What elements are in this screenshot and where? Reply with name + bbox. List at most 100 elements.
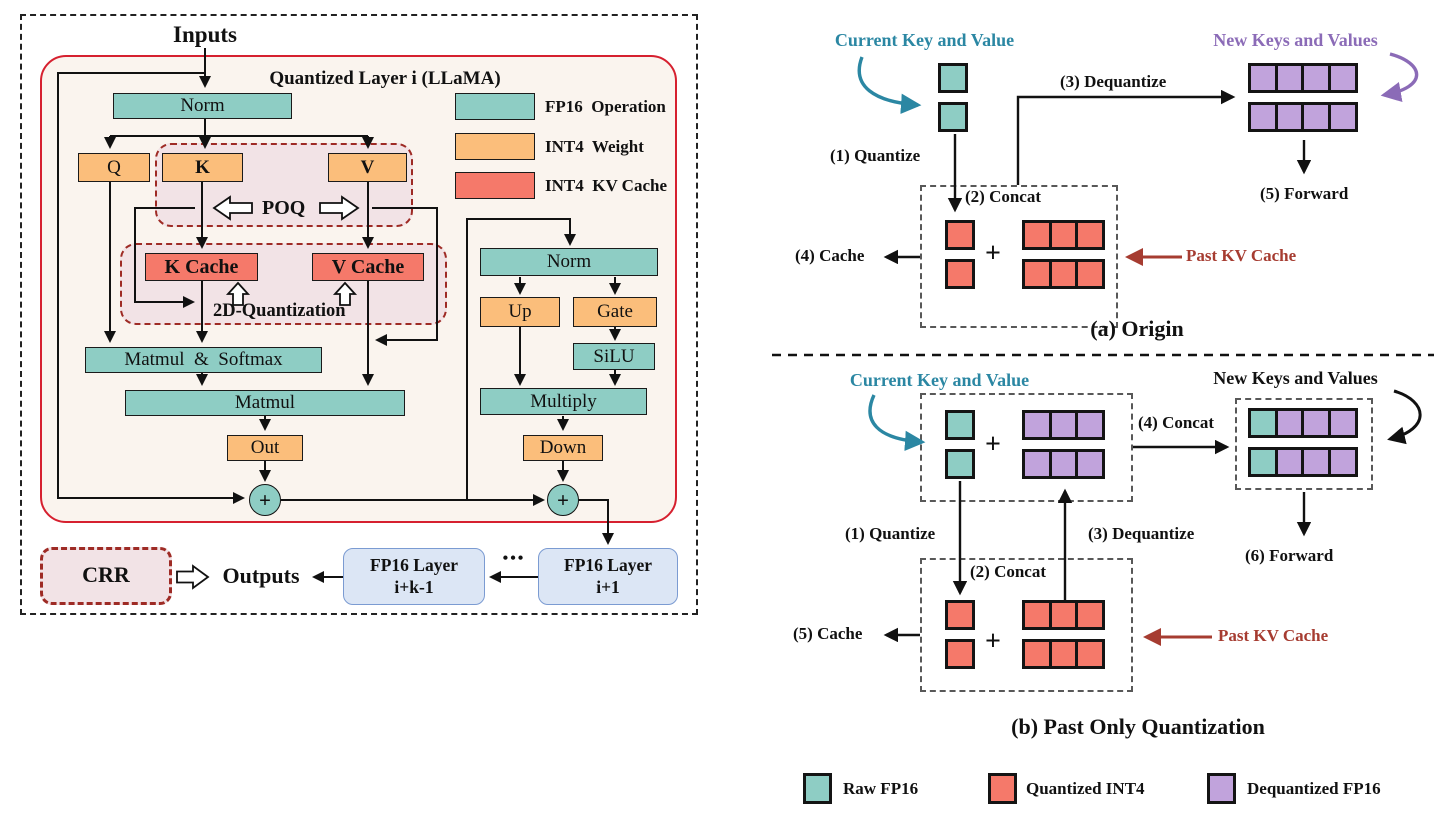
q-cell <box>1075 259 1105 289</box>
deq-cell <box>1248 102 1278 132</box>
a-dequantize-elbow-arrow <box>1016 89 1236 185</box>
q-cell <box>945 220 975 250</box>
raw-cell <box>938 63 968 93</box>
deq-cell <box>1048 449 1079 479</box>
q-cell <box>945 259 975 289</box>
block-v-cache: V Cache <box>312 253 424 281</box>
b-quantize-label: (1) Quantize <box>845 524 936 543</box>
deq-cell <box>1327 447 1358 477</box>
deq-cell <box>1274 447 1305 477</box>
ellipsis-dots: ••• <box>502 550 526 567</box>
b-new-kv-dashed-box <box>1235 398 1373 490</box>
deq-cell <box>1274 63 1305 93</box>
deq-cell <box>1327 102 1358 132</box>
b-forward-label: (6) Forward <box>1245 546 1334 565</box>
deq-cell <box>1022 449 1052 479</box>
deq-cell <box>1248 63 1278 93</box>
block-q: Q <box>78 153 150 182</box>
a-dequantize-label: (3) Dequantize <box>1060 72 1167 91</box>
q-cell <box>1075 600 1105 630</box>
block-up: Up <box>480 297 560 327</box>
block-matmul: Matmul <box>125 390 405 416</box>
b-current-kv-blocks <box>945 410 975 479</box>
poq-label: POQ <box>262 197 306 219</box>
block-gate: Gate <box>573 297 657 327</box>
b-new-kv-label: New Keys and Values <box>1213 368 1378 388</box>
legend-label-int4-weight: INT4 Weight <box>545 137 644 156</box>
quant2d-label: 2D-Quantization <box>213 301 346 321</box>
legend-chip-dequantized-fp16 <box>1207 773 1236 804</box>
q-cell <box>1022 600 1052 630</box>
b-new-kv-blocks <box>1248 408 1358 477</box>
deq-cell <box>1274 408 1305 438</box>
a-past-kv-label: Past KV Cache <box>1186 246 1297 265</box>
legend-label-fp16-operation: FP16 Operation <box>545 97 666 116</box>
a-new-kv-label: New Keys and Values <box>1213 30 1378 50</box>
q-cell <box>1048 600 1079 630</box>
b-past-kv-label: Past KV Cache <box>1218 626 1329 645</box>
block-matmul-softmax: Matmul & Softmax <box>85 347 322 373</box>
b-new-kv-curved-arrow <box>1387 389 1422 445</box>
residual-add-1: + <box>249 484 281 516</box>
fp16-layer-i-plus-1: FP16 Layer i+1 <box>538 548 678 605</box>
fp16-layer-last-line2: i+k-1 <box>394 576 434 597</box>
b-cache-new-blocks <box>945 600 975 669</box>
legend-label-quantized-int4: Quantized INT4 <box>1026 779 1145 798</box>
deq-cell <box>1301 102 1331 132</box>
q-cell <box>1075 220 1105 250</box>
legend-label-int4-kv-cache: INT4 KV Cache <box>545 176 667 195</box>
raw-cell <box>1248 447 1278 477</box>
fp16-layer-last-line1: FP16 Layer <box>370 554 458 575</box>
a-new-kv-curved-arrow <box>1380 52 1419 103</box>
a-cache-past-blocks <box>1022 220 1105 289</box>
b-mix-plus-sign: + <box>985 429 1001 460</box>
q-cell <box>1048 639 1079 669</box>
legend-chip-int4-kv-cache <box>455 172 535 199</box>
block-norm1: Norm <box>113 93 292 119</box>
block-out: Out <box>227 435 303 461</box>
a-current-kv-blocks <box>938 63 968 132</box>
a-current-kv-label: Current Key and Value <box>834 30 1015 50</box>
deq-cell <box>1022 410 1052 440</box>
b-cache-past-blocks <box>1022 600 1105 669</box>
deq-cell <box>1301 408 1331 438</box>
block-v: V <box>328 153 407 182</box>
block-multiply: Multiply <box>480 388 647 415</box>
legend-chip-int4-weight <box>455 133 535 160</box>
q-cell <box>945 639 975 669</box>
q-cell <box>1048 220 1079 250</box>
a-plus-sign: + <box>985 238 1001 269</box>
raw-cell <box>938 102 968 132</box>
block-k-cache: K Cache <box>145 253 258 281</box>
a-concat-label: (2) Concat <box>965 187 1042 206</box>
raw-cell <box>1248 408 1278 438</box>
raw-cell <box>945 410 975 440</box>
b-concat-dashed-box <box>920 558 1133 692</box>
fp16-layer-i-plus-k-minus-1: FP16 Layer i+k-1 <box>343 548 485 605</box>
q-cell <box>1022 220 1052 250</box>
legend-label-dequantized-fp16: Dequantized FP16 <box>1247 779 1381 798</box>
fp16-layer-i-plus-1-line1: FP16 Layer <box>564 554 652 575</box>
legend-label-raw-fp16: Raw FP16 <box>843 779 919 798</box>
q-cell <box>1075 639 1105 669</box>
block-down: Down <box>523 435 603 461</box>
b-current-kv-label: Current Key and Value <box>849 370 1030 390</box>
deq-cell <box>1075 410 1105 440</box>
b-cache-plus-sign: + <box>985 626 1001 657</box>
container-title: Quantized Layer i (LLaMA) <box>269 68 501 89</box>
a-cache-new-blocks <box>945 220 975 289</box>
b-current-kv-curved-arrow <box>868 394 926 452</box>
fp16-layer-i-plus-1-line2: i+1 <box>596 576 620 597</box>
raw-cell <box>945 449 975 479</box>
a-quantize-label: (1) Quantize <box>830 146 921 165</box>
a-concat-dashed-box <box>920 185 1118 328</box>
deq-cell <box>1301 447 1331 477</box>
residual-add-2: + <box>547 484 579 516</box>
block-k: K <box>162 153 243 182</box>
legend-chip-quantized-int4 <box>988 773 1017 804</box>
block-norm2: Norm <box>480 248 658 276</box>
b-dequantize-label: (3) Dequantize <box>1088 524 1195 543</box>
q-cell <box>945 600 975 630</box>
deq-cell <box>1274 102 1305 132</box>
